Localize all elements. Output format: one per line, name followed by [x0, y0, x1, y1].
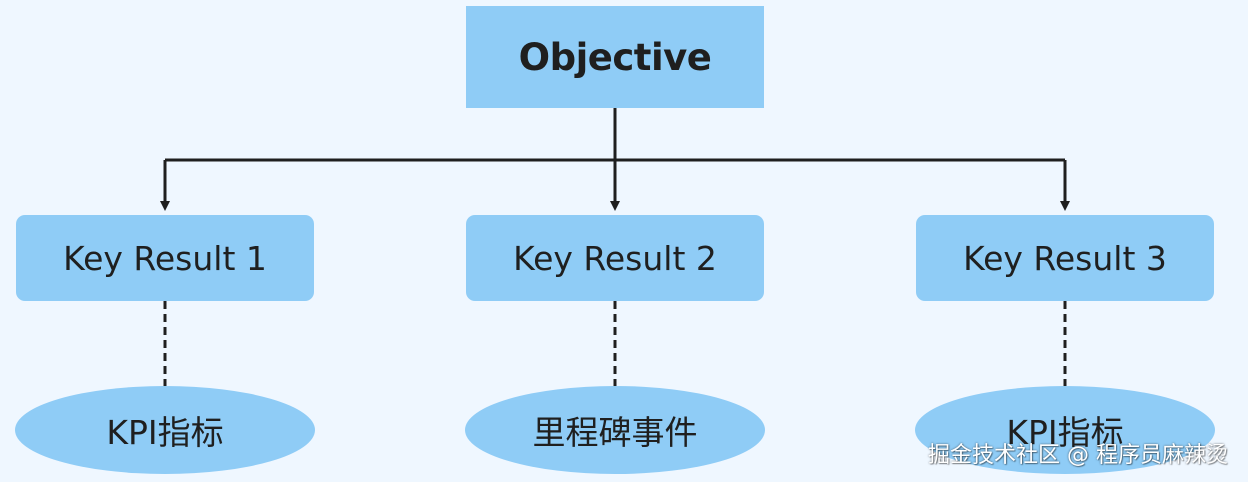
- measure-3-label: KPI指标: [1006, 413, 1124, 452]
- objective-box: Objective: [466, 6, 764, 108]
- key-result-3-label: Key Result 3: [963, 238, 1167, 278]
- key-result-2-box: Key Result 2: [466, 215, 764, 301]
- measure-1-label: KPI指标: [106, 413, 224, 452]
- measure-3-ellipse: KPI指标: [915, 386, 1215, 474]
- measure-2-label: 里程碑事件: [532, 413, 698, 452]
- key-result-1-box: Key Result 1: [16, 215, 314, 301]
- key-result-2-label: Key Result 2: [513, 238, 717, 278]
- key-result-1-label: Key Result 1: [63, 238, 267, 278]
- watermark-text: 掘金技术社区 @ 程序员麻辣烫: [928, 443, 1228, 468]
- measure-2-ellipse: 里程碑事件: [465, 386, 765, 474]
- key-result-3-box: Key Result 3: [916, 215, 1214, 301]
- measure-1-ellipse: KPI指标: [15, 386, 315, 474]
- objective-label: Objective: [518, 35, 712, 79]
